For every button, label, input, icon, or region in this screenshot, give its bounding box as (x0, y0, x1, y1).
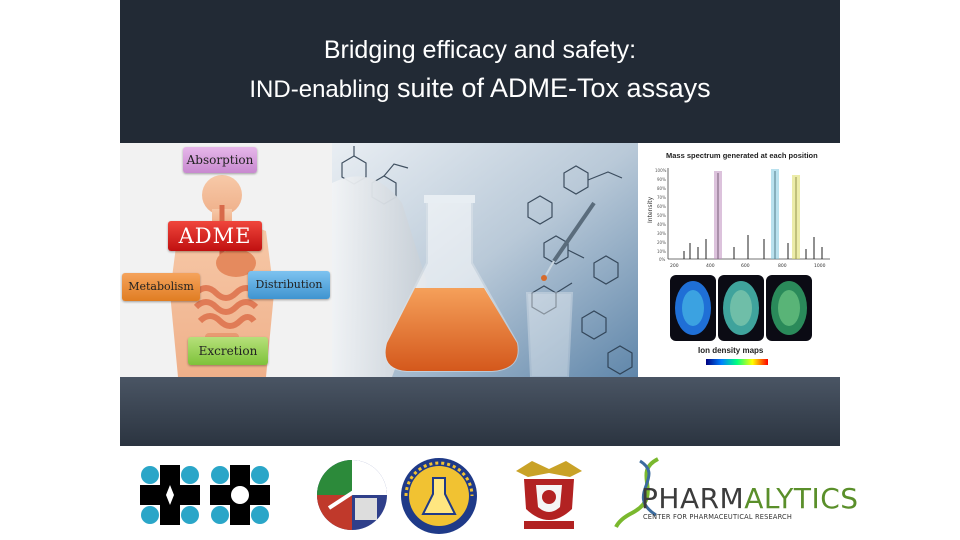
svg-text:80%: 80% (657, 186, 666, 191)
pharmalytics-helix-icon (614, 457, 660, 528)
excretion-label: Excretion (188, 337, 268, 365)
pharmalytics-tagline: CENTER FOR PHARMACEUTICAL RESEARCH (643, 513, 793, 521)
mass-spectrum-panel: Mass spectrum generated at each position… (638, 143, 840, 377)
lab-photo (332, 143, 638, 377)
slide-title: Bridging efficacy and safety: (323, 36, 637, 64)
absorption-label: Absorption (183, 147, 257, 173)
image-strip: Absorption ADME Metabolism Distribution … (120, 143, 840, 377)
svg-text:10%: 10% (657, 249, 666, 254)
dark-band (120, 377, 840, 446)
svg-text:90%: 90% (657, 177, 666, 182)
colorbar (706, 359, 768, 365)
svg-text:800: 800 (778, 263, 787, 269)
slide-subtitle: IND-enabling suite of ADME-Tox assays (120, 73, 840, 104)
emblem-logo-left (140, 465, 200, 525)
pharmalytics-part2: ALYTICS (744, 482, 859, 515)
distribution-label: Distribution (248, 271, 330, 299)
lab-flask-illustration (332, 143, 638, 377)
svg-text:60%: 60% (657, 204, 666, 209)
svg-text:400: 400 (706, 263, 715, 269)
ion-density-caption: Ion density maps (698, 346, 764, 355)
svg-text:20%: 20% (657, 240, 666, 245)
svg-text:600: 600 (741, 263, 750, 269)
mass-spectrum-title: Mass spectrum generated at each position (666, 151, 818, 160)
pharmalytics-wordmark: PHARMALYTICS (641, 482, 859, 515)
svg-text:40%: 40% (657, 222, 666, 227)
ion-density-maps (670, 275, 812, 341)
pharmalytics-part1: PHARM (641, 482, 745, 515)
svg-text:200: 200 (670, 263, 679, 269)
svg-text:Intensity: Intensity (647, 196, 654, 223)
cross-emblem-logos (140, 465, 270, 525)
svg-text:70%: 70% (657, 195, 666, 200)
subtitle-part2: suite of ADME-Tox assays (389, 73, 711, 103)
svg-text:0%: 0% (659, 257, 666, 262)
chemistry-institute-seal (401, 458, 477, 534)
title-banner: Bridging efficacy and safety: IND-enabli… (120, 0, 840, 143)
adme-diagram: Absorption ADME Metabolism Distribution … (120, 143, 332, 377)
mass-spectrum-figure: Intensity 100% 90% 80% 70% 60% 50% 40% 30% 20%… (647, 168, 830, 365)
svg-text:50%: 50% (657, 213, 666, 218)
academy-crest-logo (516, 461, 582, 529)
svg-text:30%: 30% (657, 231, 666, 236)
subtitle-part1: IND-enabling (249, 76, 390, 103)
adme-center-label: ADME (168, 221, 262, 251)
metabolism-label: Metabolism (122, 273, 200, 301)
svg-text:100%: 100% (655, 168, 667, 173)
emblem-logo-right (210, 465, 270, 525)
svg-text:1000: 1000 (814, 263, 826, 269)
institute-shield-logo (317, 460, 387, 530)
